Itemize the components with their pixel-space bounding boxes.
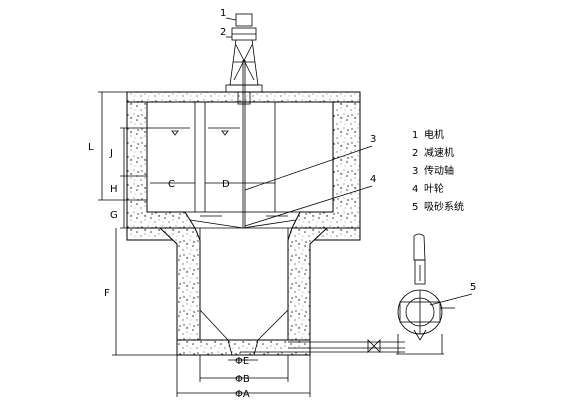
legend-text-1: 电机	[424, 128, 444, 141]
legend-num-2: 2	[412, 148, 418, 159]
shaft-coupling	[237, 91, 251, 105]
impeller	[189, 219, 297, 229]
upper-right-wall	[291, 101, 361, 229]
dim-label-J: J	[109, 148, 113, 159]
suction-pipe	[413, 290, 427, 341]
dim-label-F: F	[104, 288, 110, 299]
concrete-structure	[126, 91, 361, 356]
legend-text-4: 叶轮	[424, 182, 444, 195]
horizontal-dimensions: C D ΦE ΦB ΦA	[150, 179, 311, 400]
dim-label-A: ΦA	[235, 389, 250, 400]
upper-chamber	[146, 101, 334, 213]
legend: 1 电机 2 减速机 3 传动轴 4 叶轮 5 吸砂系统	[412, 128, 464, 213]
suction-motor-icon	[413, 233, 426, 261]
water-level-mark-2	[221, 130, 229, 136]
suction-column	[414, 259, 426, 285]
legend-num-1: 1	[412, 130, 418, 141]
vertical-dimensions: L J H G F	[88, 91, 177, 356]
top-slab	[126, 91, 361, 103]
callout-leader-4	[244, 185, 373, 227]
motor-base	[225, 84, 263, 93]
grit-hopper	[227, 339, 259, 356]
callout-5: 5	[470, 282, 476, 293]
motor-frame	[229, 39, 259, 86]
legend-text-2: 减速机	[424, 146, 454, 159]
callout-leader-1	[225, 17, 237, 21]
chamber-outline	[146, 60, 405, 356]
lower-chamber	[199, 228, 289, 341]
water-level-mark-1	[171, 130, 179, 136]
dim-label-G: G	[110, 210, 118, 221]
callout-1: 1	[220, 8, 226, 19]
callout-leader-3	[244, 145, 373, 191]
callouts: 1 2 3 4 5	[220, 8, 476, 306]
callout-4: 4	[370, 174, 376, 185]
motor-assembly	[225, 13, 263, 105]
lower-left-wall	[158, 227, 201, 356]
legend-text-3: 传动轴	[424, 164, 454, 177]
dim-label-C: C	[168, 179, 175, 190]
dim-label-H: H	[110, 184, 118, 195]
callout-3: 3	[370, 134, 376, 145]
dim-label-E: ΦE	[235, 356, 249, 367]
upper-left-wall	[126, 101, 196, 229]
grit-suction-system	[396, 233, 455, 355]
dim-label-D: D	[222, 179, 230, 190]
frame-cross-2	[233, 44, 253, 81]
dim-label-B: ΦB	[235, 374, 250, 385]
legend-text-5: 吸砂系统	[424, 200, 464, 213]
lower-right-wall	[287, 227, 329, 341]
valve-icon	[367, 339, 381, 353]
legend-num-4: 4	[412, 184, 418, 195]
motor-icon	[235, 13, 253, 27]
legend-num-5: 5	[412, 202, 418, 213]
callout-leader-5	[429, 293, 473, 306]
pump-stand	[396, 334, 444, 355]
legend-num-3: 3	[412, 166, 418, 177]
dim-label-L: L	[88, 142, 94, 153]
frame-cross-1	[235, 44, 255, 81]
callout-2: 2	[220, 27, 226, 38]
